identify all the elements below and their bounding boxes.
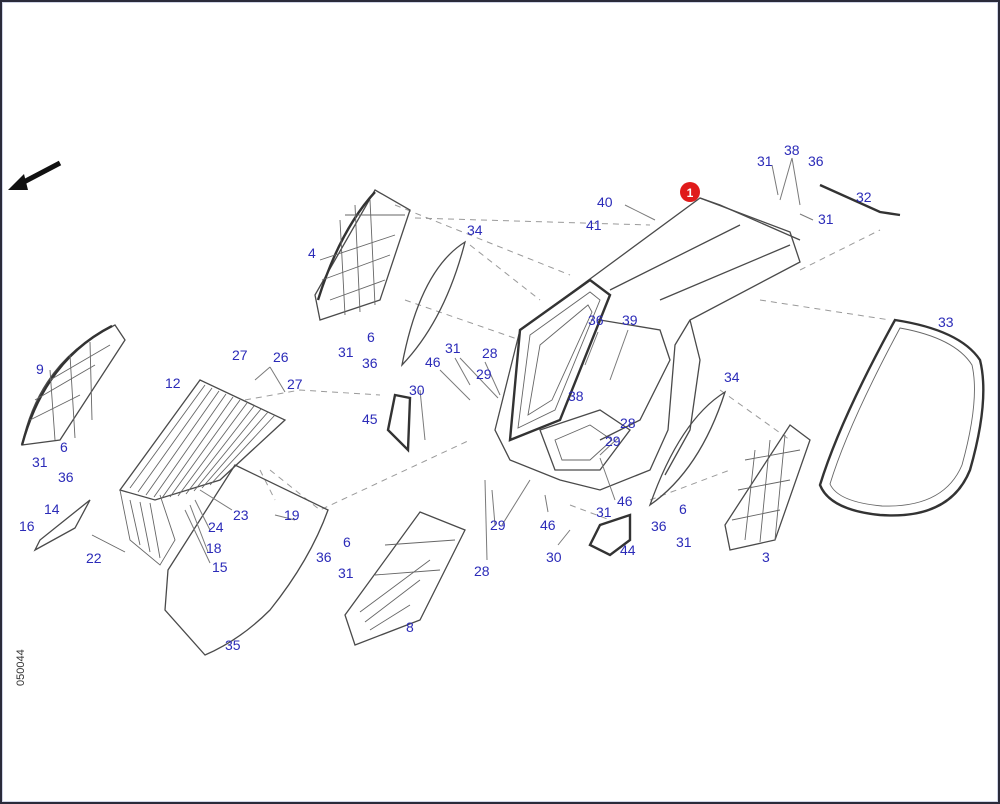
- front-grille-part-12: [118, 379, 287, 566]
- part-label-14[interactable]: 14: [44, 501, 60, 517]
- part-label-31[interactable]: 31: [32, 454, 48, 470]
- part-label-23[interactable]: 23: [233, 507, 249, 523]
- grid-panel-part-9: [20, 324, 126, 446]
- diagram-code: 050044: [15, 649, 27, 686]
- part-label-31[interactable]: 31: [757, 153, 773, 169]
- highlight-marker-label: 1: [687, 186, 694, 200]
- part-label-31[interactable]: 31: [818, 211, 834, 227]
- part-label-28[interactable]: 28: [474, 563, 490, 579]
- part-label-6[interactable]: 6: [367, 329, 375, 345]
- part-label-35[interactable]: 35: [225, 637, 241, 653]
- part-label-26[interactable]: 26: [273, 349, 289, 365]
- cab-body-part-1: [494, 197, 801, 491]
- part-label-18[interactable]: 16: [19, 518, 35, 534]
- part-label-12[interactable]: 12: [165, 375, 181, 391]
- part-label-34[interactable]: 34: [724, 369, 740, 385]
- part-label-6[interactable]: 6: [343, 534, 351, 550]
- part-label-31[interactable]: 31: [338, 565, 354, 581]
- grid-panel-part-3: [724, 424, 811, 551]
- part-label-33[interactable]: 33: [938, 314, 954, 330]
- part-label-8[interactable]: 8: [406, 619, 414, 635]
- bracket-parts-14-18-22: [33, 499, 126, 553]
- part-label-34[interactable]: 34: [467, 222, 483, 238]
- part-label-30[interactable]: 30: [409, 382, 425, 398]
- part-label-19[interactable]: 19: [284, 507, 300, 523]
- part-label-4[interactable]: 4: [308, 245, 316, 261]
- part-label-36[interactable]: 36: [588, 312, 604, 328]
- part-label-15[interactable]: 15: [212, 559, 228, 575]
- lamp-part-44: [588, 513, 632, 557]
- strip-part-32: [819, 183, 901, 217]
- part-labels: 40 41 31 38 36 31 32 34 4 6 31 36 33 36 …: [19, 142, 954, 653]
- part-label-38[interactable]: 38: [568, 388, 584, 404]
- part-label-28[interactable]: 28: [620, 415, 636, 431]
- part-label-27[interactable]: 27: [232, 347, 248, 363]
- hood-panel-part-35: [164, 464, 329, 656]
- side-window-part-34-upper: [400, 240, 467, 368]
- leader-lines: [184, 157, 814, 564]
- part-label-40[interactable]: 40: [597, 194, 613, 210]
- part-label-36[interactable]: 36: [362, 355, 378, 371]
- part-label-46[interactable]: 46: [540, 517, 556, 533]
- part-label-9[interactable]: 9: [36, 361, 44, 377]
- part-label-36[interactable]: 36: [58, 469, 74, 485]
- part-label-29[interactable]: 29: [490, 517, 506, 533]
- side-window-part-34-lower: [648, 390, 727, 507]
- lamp-part-45: [386, 393, 412, 453]
- direction-arrow-icon: [8, 160, 62, 190]
- part-label-29[interactable]: 29: [605, 433, 621, 449]
- rear-window-seal-part-33: [818, 318, 985, 517]
- part-label-6[interactable]: 6: [60, 439, 68, 455]
- part-label-31[interactable]: 31: [445, 340, 461, 356]
- highlight-marker-part-1[interactable]: [680, 182, 700, 202]
- grid-panel-part-4: [314, 189, 411, 321]
- part-label-30[interactable]: 30: [546, 549, 562, 565]
- part-label-32[interactable]: 32: [856, 189, 872, 205]
- part-label-31[interactable]: 31: [338, 344, 354, 360]
- part-label-29[interactable]: 29: [476, 366, 492, 382]
- part-label-36[interactable]: 36: [316, 549, 332, 565]
- part-label-31[interactable]: 31: [596, 504, 612, 520]
- part-label-28[interactable]: 28: [482, 345, 498, 361]
- part-label-44[interactable]: 44: [620, 542, 636, 558]
- grid-panel-part-8: [344, 511, 466, 646]
- part-label-22[interactable]: 22: [86, 550, 102, 566]
- part-label-36[interactable]: 36: [651, 518, 667, 534]
- part-label-31[interactable]: 31: [676, 534, 692, 550]
- part-label-27[interactable]: 27: [287, 376, 303, 392]
- part-label-38[interactable]: 38: [784, 142, 800, 158]
- part-label-39[interactable]: 39: [622, 312, 638, 328]
- part-label-41[interactable]: 41: [586, 217, 602, 233]
- part-label-24[interactable]: 24: [208, 519, 224, 535]
- part-label-16[interactable]: 18: [206, 540, 222, 556]
- part-label-46[interactable]: 46: [617, 493, 633, 509]
- part-label-36[interactable]: 36: [808, 153, 824, 169]
- part-label-3[interactable]: 3: [762, 549, 770, 565]
- part-label-46[interactable]: 46: [425, 354, 441, 370]
- part-label-45[interactable]: 45: [362, 411, 378, 427]
- part-label-6[interactable]: 6: [679, 501, 687, 517]
